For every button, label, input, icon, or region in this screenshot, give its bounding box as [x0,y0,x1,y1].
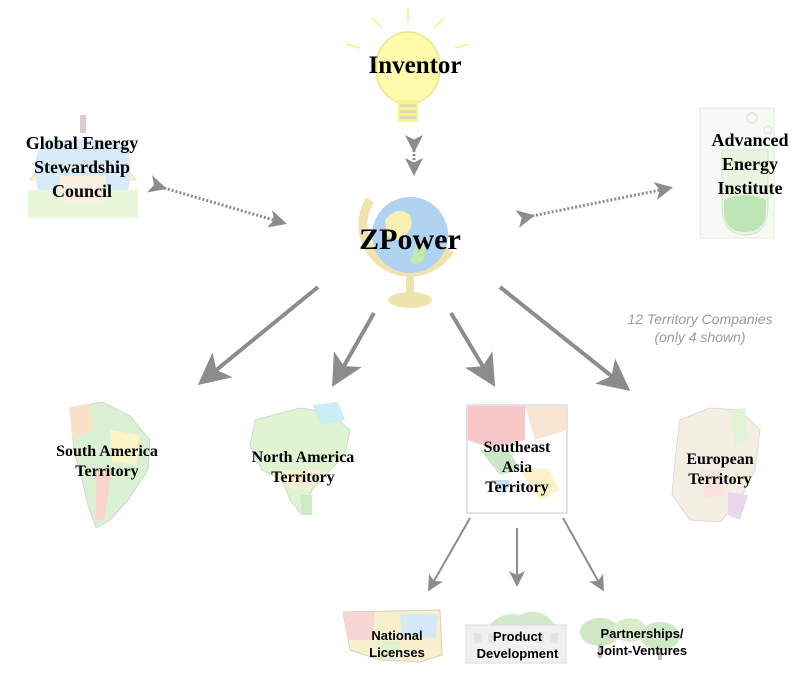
south-america-label: South America Territory [56,443,158,480]
partnerships-label: Partnerships/ Joint-Ventures [596,626,688,658]
southeast-asia-label: Southeast Asia Territory [483,439,551,496]
product-development-label: Product Development [476,629,559,661]
arrow-asia-national-licenses [428,517,471,592]
national-licenses-label: National Licenses [369,628,425,660]
institute-label: Advanced Energy Institute [711,130,789,198]
north-america-map-icon [249,402,351,516]
south-america-map-icon [69,401,151,529]
zpower-label: ZPower [359,223,461,256]
arrow-zpower-north-america [332,312,376,387]
arrow-asia-partnerships [562,517,604,592]
lightbulb-icon [345,8,471,122]
usa-map-icon [342,609,443,663]
globe-icon [358,197,454,308]
factory-building-icon [465,611,567,664]
dotted-arrow-institute-zpower [515,182,673,228]
europe-map-icon [671,407,761,523]
territory-count-note: 12 Territory Companies (only 4 shown) [627,311,773,345]
european-label: European Territory [686,451,754,488]
dotted-arrow-council-zpower [147,175,287,228]
north-america-label: North America Territory [251,449,355,486]
handshake-trees-icon [580,618,680,660]
inventor-label: Inventor [368,52,462,79]
lab-flask-icon [699,107,775,239]
arrow-zpower-south-america [197,285,320,386]
arrow-zpower-southeast-asia [449,311,496,387]
southeast-asia-map-icon [466,404,568,514]
council-label: Global Energy Stewardship Council [25,133,139,201]
capitol-building-icon [28,115,138,218]
arrow-zpower-european [498,285,631,391]
